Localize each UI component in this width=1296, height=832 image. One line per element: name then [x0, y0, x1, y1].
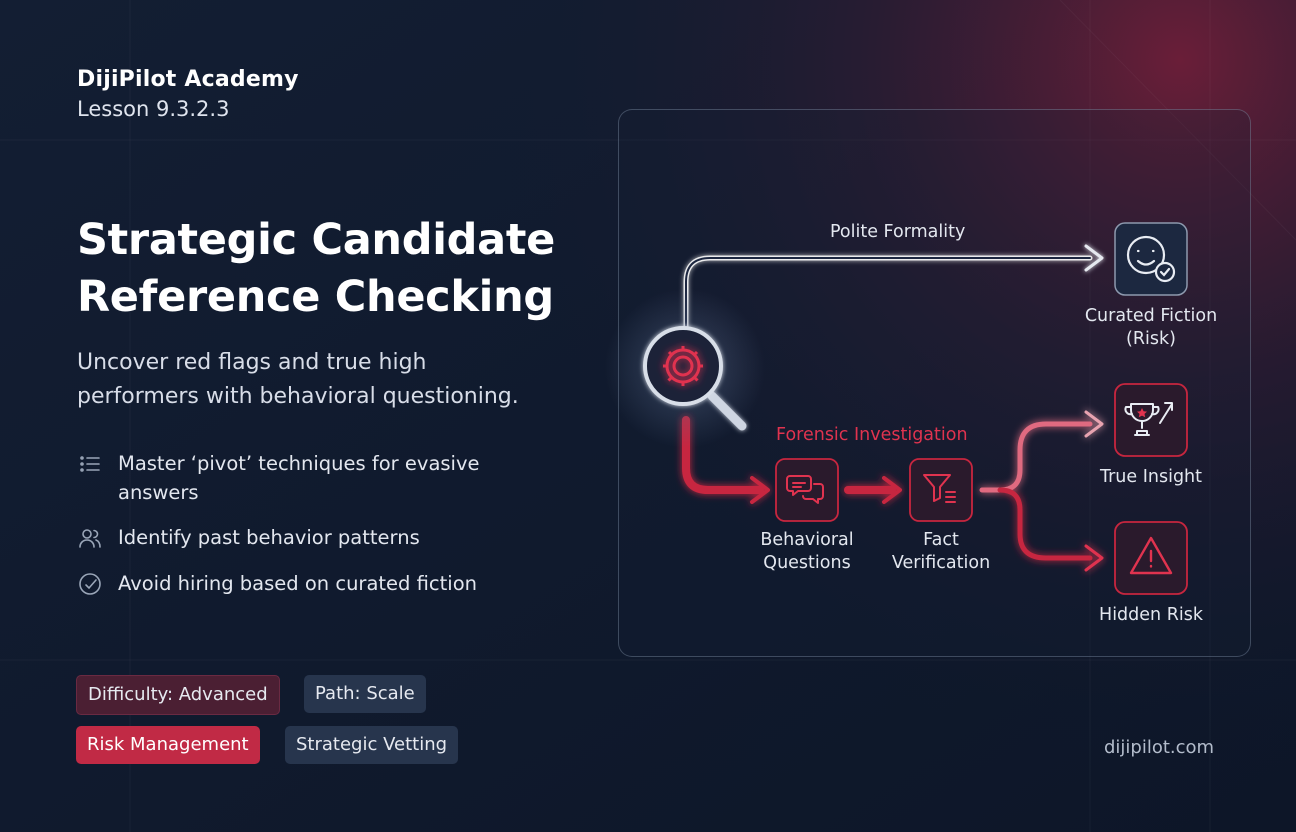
- tag-path: Path: Scale: [304, 675, 426, 713]
- label-line-1: Curated Fiction: [1084, 306, 1218, 326]
- fact-verification-node: [909, 458, 973, 522]
- benefit-item: Identify past behavior patterns: [77, 523, 577, 552]
- arrow-head: [750, 476, 770, 504]
- page-subtitle-line-2: performers with behavioral questioning.: [77, 384, 519, 409]
- benefit-item: Avoid hiring based on curated fiction: [77, 569, 577, 598]
- users-icon: [79, 529, 101, 548]
- website-url[interactable]: dijipilot.com: [1104, 737, 1215, 758]
- brand-name: DijiPilot Academy: [77, 67, 299, 92]
- lesson-number: Lesson 9.3.2.3: [77, 97, 230, 121]
- hidden-risk-node: [1114, 521, 1188, 595]
- page-title: Strategic Candidate Reference Checking: [77, 212, 597, 326]
- benefit-text: Master ‘pivot’ techniques for evasive an…: [118, 449, 480, 507]
- warning-icon: [1129, 536, 1173, 575]
- page-subtitle: Uncover red flags and true high performe…: [77, 346, 597, 414]
- star-icon: [1137, 408, 1147, 418]
- arrow-head: [882, 476, 902, 504]
- page-subtitle-line-1: Uncover red flags and true high: [77, 350, 427, 375]
- trophy-icon: [1124, 402, 1173, 436]
- tag-strategic-vetting: Strategic Vetting: [285, 726, 459, 764]
- label-line-2: Verification: [891, 553, 991, 573]
- tag-difficulty: Difficulty: Advanced: [76, 675, 280, 715]
- label-line-2: (Risk): [1126, 329, 1176, 349]
- benefit-text: Identify past behavior patterns: [118, 526, 420, 549]
- fact-verification-label: Fact Verification: [876, 529, 1006, 575]
- polite-formality-label: Polite Formality: [830, 222, 966, 242]
- page-title-line-1: Strategic Candidate: [77, 215, 555, 265]
- target-icon: [79, 573, 101, 595]
- list-icon: [80, 456, 100, 472]
- benefit-text-line-1: Master ‘pivot’ techniques for evasive: [118, 452, 480, 475]
- behavioral-questions-node: [775, 458, 839, 522]
- chat-bubbles-icon: [786, 475, 824, 504]
- page-title-line-2: Reference Checking: [77, 272, 554, 322]
- filter-icon: [923, 474, 956, 503]
- smile-check-icon: [1126, 235, 1176, 283]
- true-insight-node: [1114, 383, 1188, 457]
- label-line-1: Behavioral: [760, 530, 854, 550]
- behavioral-questions-label: Behavioral Questions: [742, 529, 872, 575]
- arrow-head: [1084, 244, 1104, 272]
- true-insight-label: True Insight: [1099, 467, 1203, 487]
- label-line-2: Questions: [763, 553, 851, 573]
- benefit-text: Avoid hiring based on curated fiction: [118, 572, 477, 595]
- tag-risk-management: Risk Management: [76, 726, 260, 764]
- forensic-path: [682, 410, 1104, 572]
- curated-fiction-label: Curated Fiction (Risk): [1071, 305, 1231, 351]
- arrow-head: [1084, 544, 1104, 572]
- magnifier-gear-icon: [605, 288, 765, 448]
- benefit-item: Master ‘pivot’ techniques for evasive an…: [77, 449, 577, 507]
- label-line-1: Fact: [923, 530, 959, 550]
- forensic-investigation-label: Forensic Investigation: [776, 425, 968, 445]
- polite-path: [683, 244, 1104, 333]
- curated-fiction-node: [1114, 222, 1188, 296]
- arrow-head: [1084, 410, 1104, 438]
- hidden-risk-label: Hidden Risk: [1099, 605, 1203, 625]
- benefit-text-line-2: answers: [118, 481, 199, 504]
- brand: DijiPilot Academy Lesson 9.3.2.3: [77, 66, 299, 124]
